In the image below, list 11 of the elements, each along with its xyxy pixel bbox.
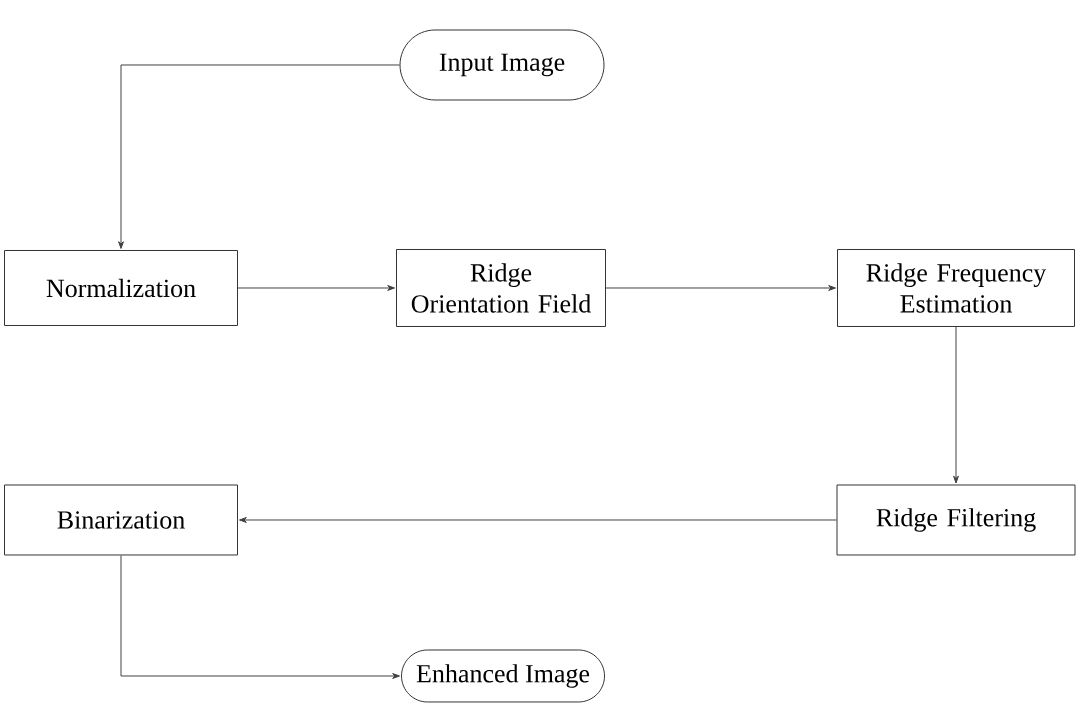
process-box: Ridge Filtering [836,484,1076,556]
arrow [120,555,400,679]
arrow [605,285,836,291]
arrow [953,326,959,484]
arrow [237,285,395,291]
arrow [118,64,400,249]
arrow [239,517,837,523]
process-box: Ridge Orientation Field [396,249,606,327]
process-box: Normalization [4,250,238,326]
process-box: Binarization [4,484,238,556]
process-box: Ridge Frequency Estimation [837,249,1075,327]
